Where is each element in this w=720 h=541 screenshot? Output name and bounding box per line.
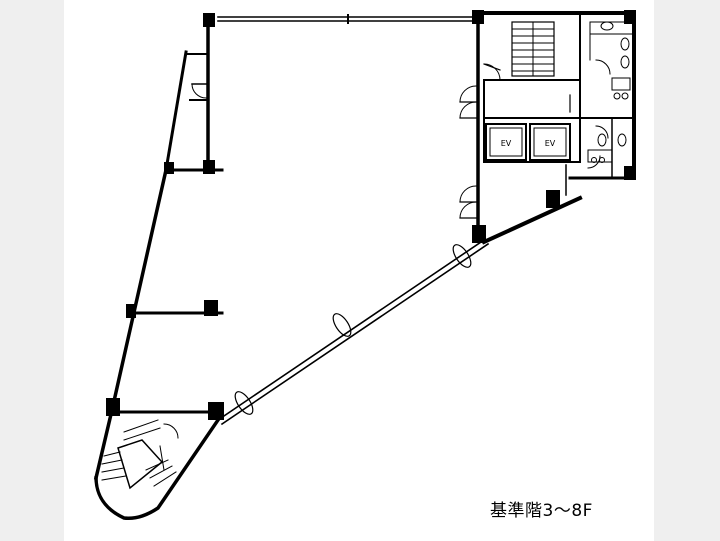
core-diagonal-wall: [481, 195, 583, 245]
floor-plan-sheet: [64, 0, 654, 541]
diagonal-window-wall: [216, 238, 490, 426]
interior-partitions: [108, 15, 224, 414]
bottom-corner-wall: [94, 417, 221, 521]
toilet-fixtures: [587, 21, 635, 179]
elevator-label-2: EV: [545, 139, 556, 148]
left-room-door: [191, 83, 207, 99]
top-window-wall: [217, 14, 479, 24]
corner-stairs: [101, 419, 179, 490]
service-core: [476, 11, 636, 240]
structural-columns: [106, 10, 636, 420]
core-stairs: [511, 21, 555, 77]
left-exterior-wall: [93, 50, 188, 481]
elevator-label-1: EV: [501, 139, 512, 148]
window-markers: [234, 244, 472, 415]
core-doors: [459, 59, 611, 219]
floor-label: 基準階3～8F: [490, 501, 593, 521]
elevator-shafts: [485, 123, 571, 161]
